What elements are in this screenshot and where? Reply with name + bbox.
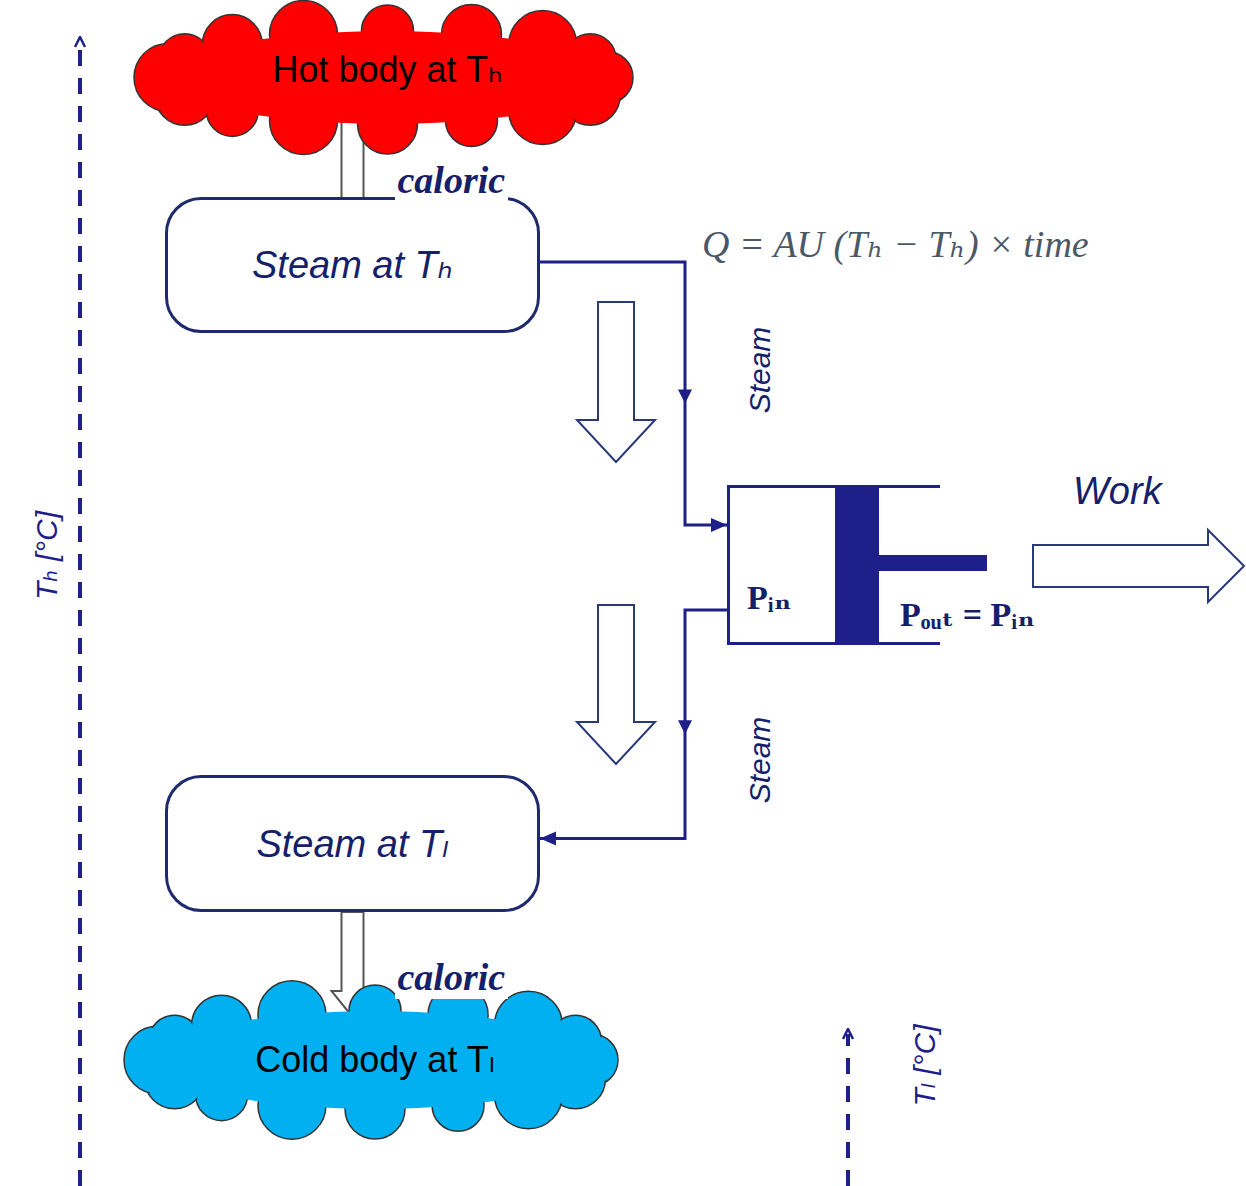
caloric-label: caloric	[395, 158, 509, 202]
temperature-axis-hot	[78, 42, 82, 1186]
pressure-equation: Pₒᵤₜ = Pᵢₙ	[898, 594, 1037, 634]
steam-pipe	[540, 262, 727, 525]
axis-label: Tₗ [°C]	[907, 1021, 942, 1109]
temperature-axis-cold	[846, 1034, 850, 1186]
steam-pipe	[540, 610, 727, 839]
node-text: Steam at Tₕ	[252, 243, 453, 287]
axis-label: Tₕ [°C]	[29, 508, 64, 603]
work-arrow	[1033, 530, 1244, 602]
flow-arrow-upper	[577, 302, 655, 462]
steam-label: Steam	[743, 324, 777, 417]
flow-arrow-lower	[577, 605, 655, 764]
node-text: Steam at Tₗ	[256, 822, 448, 866]
cloud-core	[168, 31, 607, 124]
heat-equation: Q = AU (Tₕ − Tₕ) × time	[700, 222, 1091, 266]
steam-label: Steam	[743, 714, 777, 807]
node-text: Cold body at Tₗ	[255, 1039, 494, 1081]
work-label: Work	[1073, 470, 1162, 513]
node-text: Pᵢₙ	[747, 577, 791, 617]
hot-body-cloud: Hot body at Tₕ	[140, 5, 635, 150]
flow-direction-head	[678, 720, 692, 734]
piston-rod	[879, 555, 987, 571]
flow-direction-head	[678, 390, 692, 404]
steam-reservoir-box: Steam at Tₗ	[165, 775, 540, 912]
node-text: Hot body at Tₕ	[272, 49, 502, 91]
cloud-core	[158, 1011, 592, 1109]
steam-reservoir-box: Steam at Tₕ	[165, 197, 540, 333]
piston-head	[835, 486, 879, 644]
cold-body-cloud: Cold body at Tₗ	[130, 985, 620, 1135]
caloric-label: caloric	[395, 955, 509, 999]
